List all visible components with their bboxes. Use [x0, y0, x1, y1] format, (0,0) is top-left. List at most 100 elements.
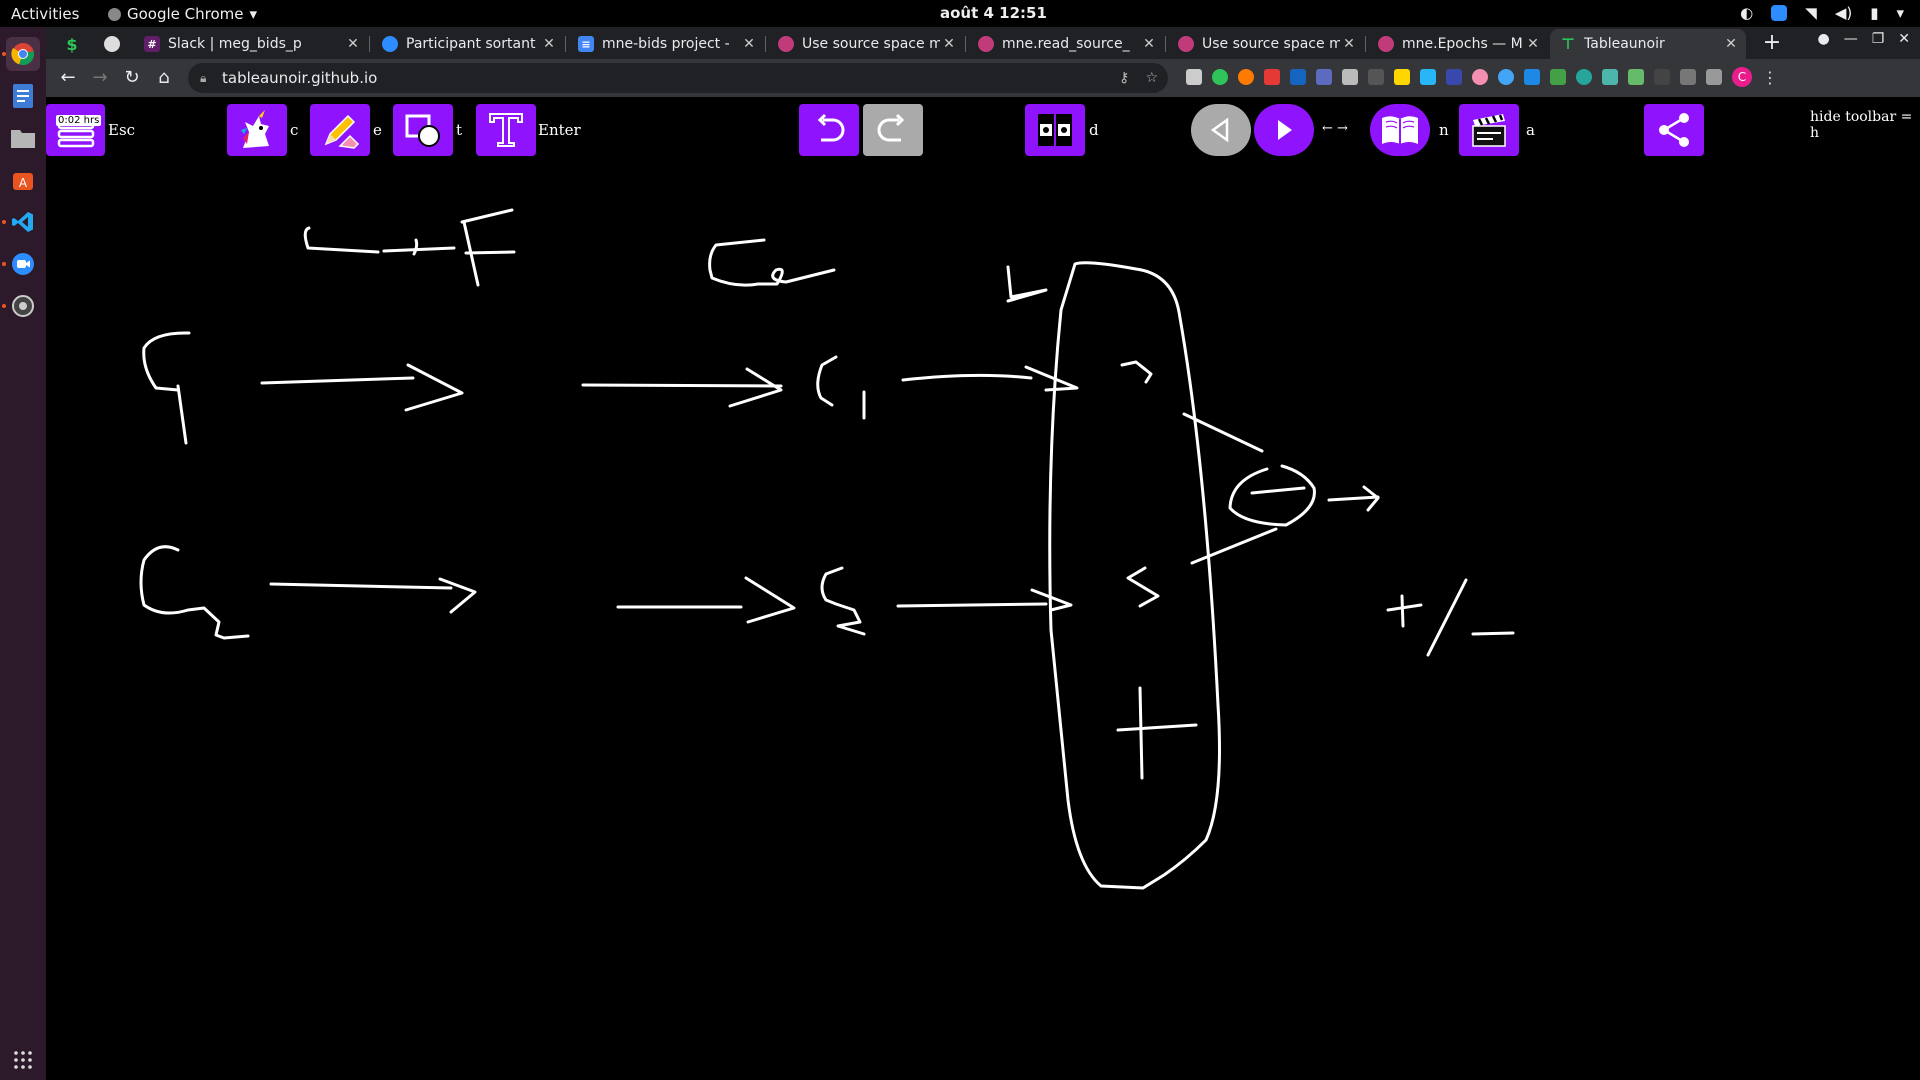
address-bar[interactable]: 🔒︎ tableaunoir.github.io ⚷ ☆	[188, 63, 1168, 93]
mne-icon	[1378, 36, 1394, 52]
mne-icon	[778, 36, 794, 52]
close-icon[interactable]: ✕	[1725, 36, 1737, 52]
close-icon[interactable]: ✕	[543, 36, 555, 52]
extension-icon[interactable]	[1290, 69, 1306, 85]
clapperboard-icon	[1472, 114, 1506, 147]
play-icon	[1278, 120, 1292, 140]
tab-mne-epochs[interactable]: mne.Epochs — MN ✕	[1368, 29, 1548, 59]
extension-icon[interactable]	[1602, 69, 1618, 85]
extension-icon[interactable]	[1576, 69, 1592, 85]
back-icon[interactable]: ←	[60, 67, 76, 88]
close-icon[interactable]: ✕	[347, 36, 359, 52]
translate-icon[interactable]	[1316, 69, 1332, 85]
activities-button[interactable]: Activities	[11, 5, 80, 23]
pencil-eraser-icon	[324, 114, 360, 149]
dock-chrome[interactable]	[2, 37, 40, 71]
browser-toolbar: ← → ↻ ⌂ 🔒︎ tableaunoir.github.io ⚷ ☆ C ⋮	[46, 59, 1920, 97]
maximize-icon[interactable]: ❐	[1871, 31, 1885, 47]
extension-icon[interactable]	[1238, 69, 1254, 85]
extension-icon[interactable]	[1524, 69, 1540, 85]
extension-icon[interactable]	[1186, 69, 1202, 85]
new-tab-button[interactable]: +	[1762, 30, 1782, 55]
handwriting-plus-in-box	[1116, 686, 1198, 780]
extension-icon[interactable]	[1446, 69, 1462, 85]
running-indicator	[2, 52, 6, 56]
extension-icon[interactable]	[1264, 69, 1280, 85]
zoom-icon	[382, 36, 398, 52]
extension-icon[interactable]	[1680, 69, 1696, 85]
dock-text-editor[interactable]	[6, 79, 40, 113]
close-icon[interactable]: ✕	[943, 36, 955, 52]
split-board-button[interactable]	[1025, 104, 1085, 156]
tab-tableaunoir[interactable]: ⊤ Tableaunoir ✕	[1550, 29, 1746, 59]
nav-shortcut: ← →	[1322, 121, 1348, 136]
dock-vscode[interactable]	[2, 205, 40, 239]
tab-search-icon[interactable]: ●	[1817, 31, 1830, 47]
extension-icon[interactable]	[1368, 69, 1384, 85]
handwriting-s-top	[1006, 265, 1048, 303]
tab-mne-bids-doc[interactable]: ≡ mne-bids project - ✕	[568, 29, 764, 59]
app-menu[interactable]: Google Chrome ▾	[108, 5, 257, 23]
close-window-icon[interactable]: ✕	[1898, 31, 1910, 47]
dollar-icon: $	[66, 34, 78, 54]
tab-source-space-2[interactable]: Use source space m ✕	[1168, 29, 1364, 59]
extension-icon[interactable]	[1498, 69, 1514, 85]
show-applications-icon[interactable]	[13, 1050, 33, 1070]
close-icon[interactable]: ✕	[1143, 36, 1155, 52]
vscode-icon	[12, 212, 33, 232]
system-top-bar: Activities Google Chrome ▾ août 4 12:51 …	[0, 0, 1920, 27]
dock-software[interactable]: A	[6, 163, 40, 197]
key-icon[interactable]: ⚷	[1119, 70, 1130, 86]
extension-icon[interactable]	[1420, 69, 1436, 85]
animation-button[interactable]	[1459, 104, 1519, 156]
text-button[interactable]	[476, 104, 536, 156]
forward-icon[interactable]: →	[92, 67, 108, 88]
arrow-c1-to-box	[901, 365, 1079, 392]
redo-button[interactable]	[863, 104, 923, 156]
extension-icon[interactable]	[1212, 69, 1228, 85]
dock-zoom[interactable]	[2, 247, 40, 281]
extension-icon[interactable]	[1472, 69, 1488, 85]
tab-source-space-1[interactable]: Use source space m ✕	[768, 29, 964, 59]
running-indicator	[2, 220, 6, 224]
chalkboard-canvas[interactable]	[46, 160, 1920, 1080]
close-icon[interactable]: ✕	[1527, 36, 1539, 52]
handwriting-circled-minus	[1228, 464, 1316, 527]
puzzle-icon[interactable]	[1706, 69, 1722, 85]
system-tray[interactable]: ◐ ◥ ◀) ▮ ▾	[1740, 4, 1904, 22]
dock-obs[interactable]	[2, 289, 40, 323]
previous-button[interactable]	[1191, 104, 1251, 156]
close-icon[interactable]: ✕	[743, 36, 755, 52]
menu-button[interactable]: 0:02 hrs	[46, 104, 105, 156]
arrow-row1-middle	[581, 367, 783, 408]
more-menu-icon[interactable]: ⋮	[1762, 67, 1778, 87]
tab-read-source[interactable]: mne.read_source_ ✕	[968, 29, 1164, 59]
undo-button[interactable]	[799, 104, 859, 156]
chevron-down-icon: ▾	[249, 5, 258, 23]
extension-icon[interactable]	[1654, 69, 1670, 85]
draw-erase-button[interactable]	[310, 104, 370, 156]
extension-icon[interactable]	[1550, 69, 1566, 85]
next-button[interactable]	[1254, 104, 1314, 156]
shapes-button[interactable]	[393, 104, 453, 156]
profile-avatar[interactable]: C	[1732, 67, 1752, 87]
dock-files[interactable]	[6, 121, 40, 155]
home-icon[interactable]: ⌂	[158, 67, 170, 88]
minimize-icon[interactable]: —	[1843, 31, 1858, 47]
tab-pinned-1[interactable]: $	[54, 29, 90, 59]
extension-icon[interactable]	[1394, 69, 1410, 85]
extension-icon[interactable]	[1342, 69, 1358, 85]
share-button[interactable]	[1644, 104, 1704, 156]
tab-zoom[interactable]: Participant sortant ✕	[372, 29, 564, 59]
reload-icon[interactable]: ↻	[124, 67, 140, 88]
tab-slack[interactable]: # Slack | meg_bids_p ✕	[134, 29, 368, 59]
magnet-mode-button[interactable]	[227, 104, 287, 156]
bookmark-star-icon[interactable]: ☆	[1145, 70, 1158, 86]
tab-pinned-2[interactable]	[94, 29, 130, 59]
extension-icon[interactable]	[1628, 69, 1644, 85]
clock[interactable]: août 4 12:51	[940, 4, 1047, 22]
draw-shortcut: e	[373, 121, 382, 139]
tab-separator	[565, 36, 566, 52]
close-icon[interactable]: ✕	[1343, 36, 1355, 52]
book-button[interactable]	[1370, 104, 1430, 156]
